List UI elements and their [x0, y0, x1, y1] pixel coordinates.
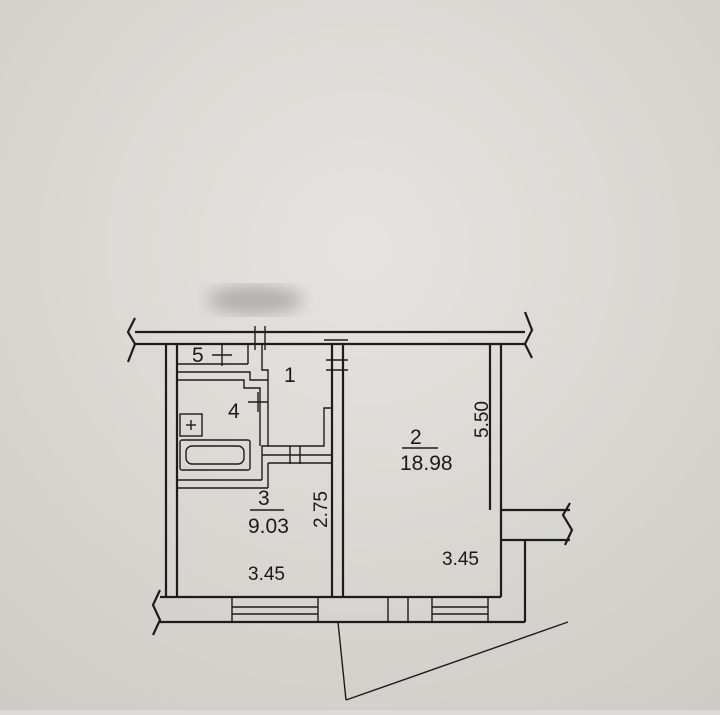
- room-2-width-dimension: 3.45: [442, 549, 479, 570]
- room-2-number: 2: [410, 426, 422, 449]
- right-wall: [488, 344, 574, 600]
- left-wall: [164, 344, 179, 597]
- room-3-width-dimension: 3.45: [248, 564, 285, 585]
- room-5-number: 5: [192, 344, 204, 367]
- door-marks: [212, 326, 348, 464]
- bathtub-icon: [179, 439, 251, 471]
- balcony-door: [387, 597, 489, 622]
- room-3-area: 9.03: [248, 515, 289, 538]
- wc: [177, 344, 249, 365]
- room-3-height-dimension: 2.75: [311, 491, 332, 528]
- room-2-height-dimension: 5.50: [472, 401, 493, 438]
- corridor: [261, 344, 333, 447]
- bottom-wall: [151, 585, 527, 636]
- room-2-area: 18.98: [400, 452, 453, 475]
- sink-icon: [179, 413, 203, 437]
- redacted-blur: [207, 286, 303, 314]
- room-4-number: 4: [228, 400, 240, 423]
- window-room-3: [231, 597, 319, 622]
- room-3-number: 3: [258, 487, 270, 510]
- top-wall: [126, 311, 534, 363]
- balcony: [337, 621, 569, 701]
- bathroom: [177, 371, 269, 471]
- room-1-number: 1: [284, 364, 296, 387]
